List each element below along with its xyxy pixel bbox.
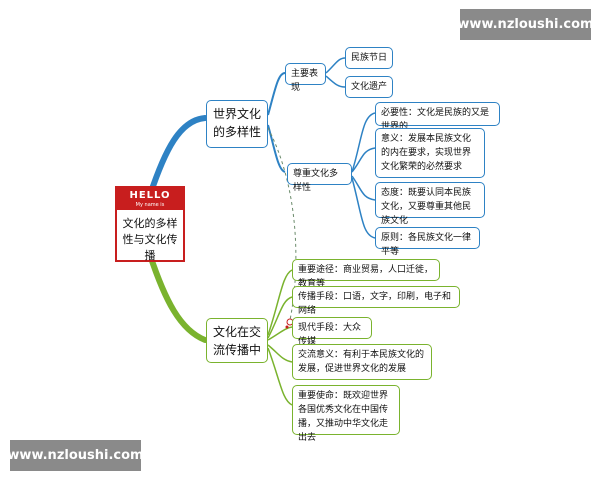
watermark-bottom: www.nzloushi.com <box>7 440 144 471</box>
node-spread-mission: 重要使命：既欢迎世界各国优秀文化在中国传播，又推动中华文化走出去 <box>292 385 400 443</box>
node-respect-necessity: 必要性：文化是民族的又是世界的 <box>375 102 500 132</box>
link-spread-route <box>267 269 293 336</box>
node-spread-route: 重要途径：商业贸易，人口迁徙，教育等 <box>292 259 440 289</box>
node-respect-principle: 原则：各民族文化一律平等 <box>375 227 480 257</box>
link-spread-modern <box>267 326 293 341</box>
central-topic-title: 文化的多样性与文化传播 <box>122 217 178 262</box>
link-center-spread <box>147 252 208 343</box>
branch-culture-spread: 文化在交流传播中 <box>206 318 268 363</box>
link-expression-heritage <box>325 75 346 88</box>
node-main-expression: 主要表现 <box>285 63 326 93</box>
central-topic: HELLO My name is 文化的多样性与文化传播 <box>115 186 185 262</box>
link-respect-attitude <box>351 175 376 201</box>
node-respect-diversity: 尊重文化多样性 <box>287 163 352 193</box>
link-respect-principle <box>351 177 376 239</box>
branch-world-culture-diversity: 世界文化的多样性 <box>206 100 268 148</box>
watermark-top: www.nzloushi.com <box>457 9 594 40</box>
node-expression-heritage: 文化遗产 <box>345 76 393 98</box>
node-spread-modern: 现代手段：大众传媒 <box>292 317 372 347</box>
node-spread-significance: 交流意义：有利于本民族文化的发展，促进世界文化的发展 <box>292 344 432 380</box>
node-respect-meaning: 意义：发展本民族文化的内在要求，实现世界文化繁荣的必然要求 <box>375 128 485 178</box>
node-expression-festival: 民族节日 <box>345 47 393 69</box>
relation-marker-dot-icon <box>285 325 289 329</box>
link-spread-significance <box>267 344 293 363</box>
link-spread-mission <box>267 347 293 406</box>
hello-badge: HELLO My name is <box>117 188 183 210</box>
link-respect-meaning <box>351 147 376 173</box>
link-expression-festival <box>325 57 346 74</box>
node-spread-means: 传播手段：口语，文字，印刷，电子和网络 <box>292 286 460 316</box>
link-diversity-expression <box>267 72 286 116</box>
link-center-diversity <box>147 115 208 198</box>
link-spread-means <box>267 296 293 339</box>
link-diversity-respect <box>267 124 286 173</box>
link-respect-necessity <box>351 112 376 173</box>
node-respect-attitude: 态度：既要认同本民族文化，又要尊重其他民族文化 <box>375 182 485 226</box>
